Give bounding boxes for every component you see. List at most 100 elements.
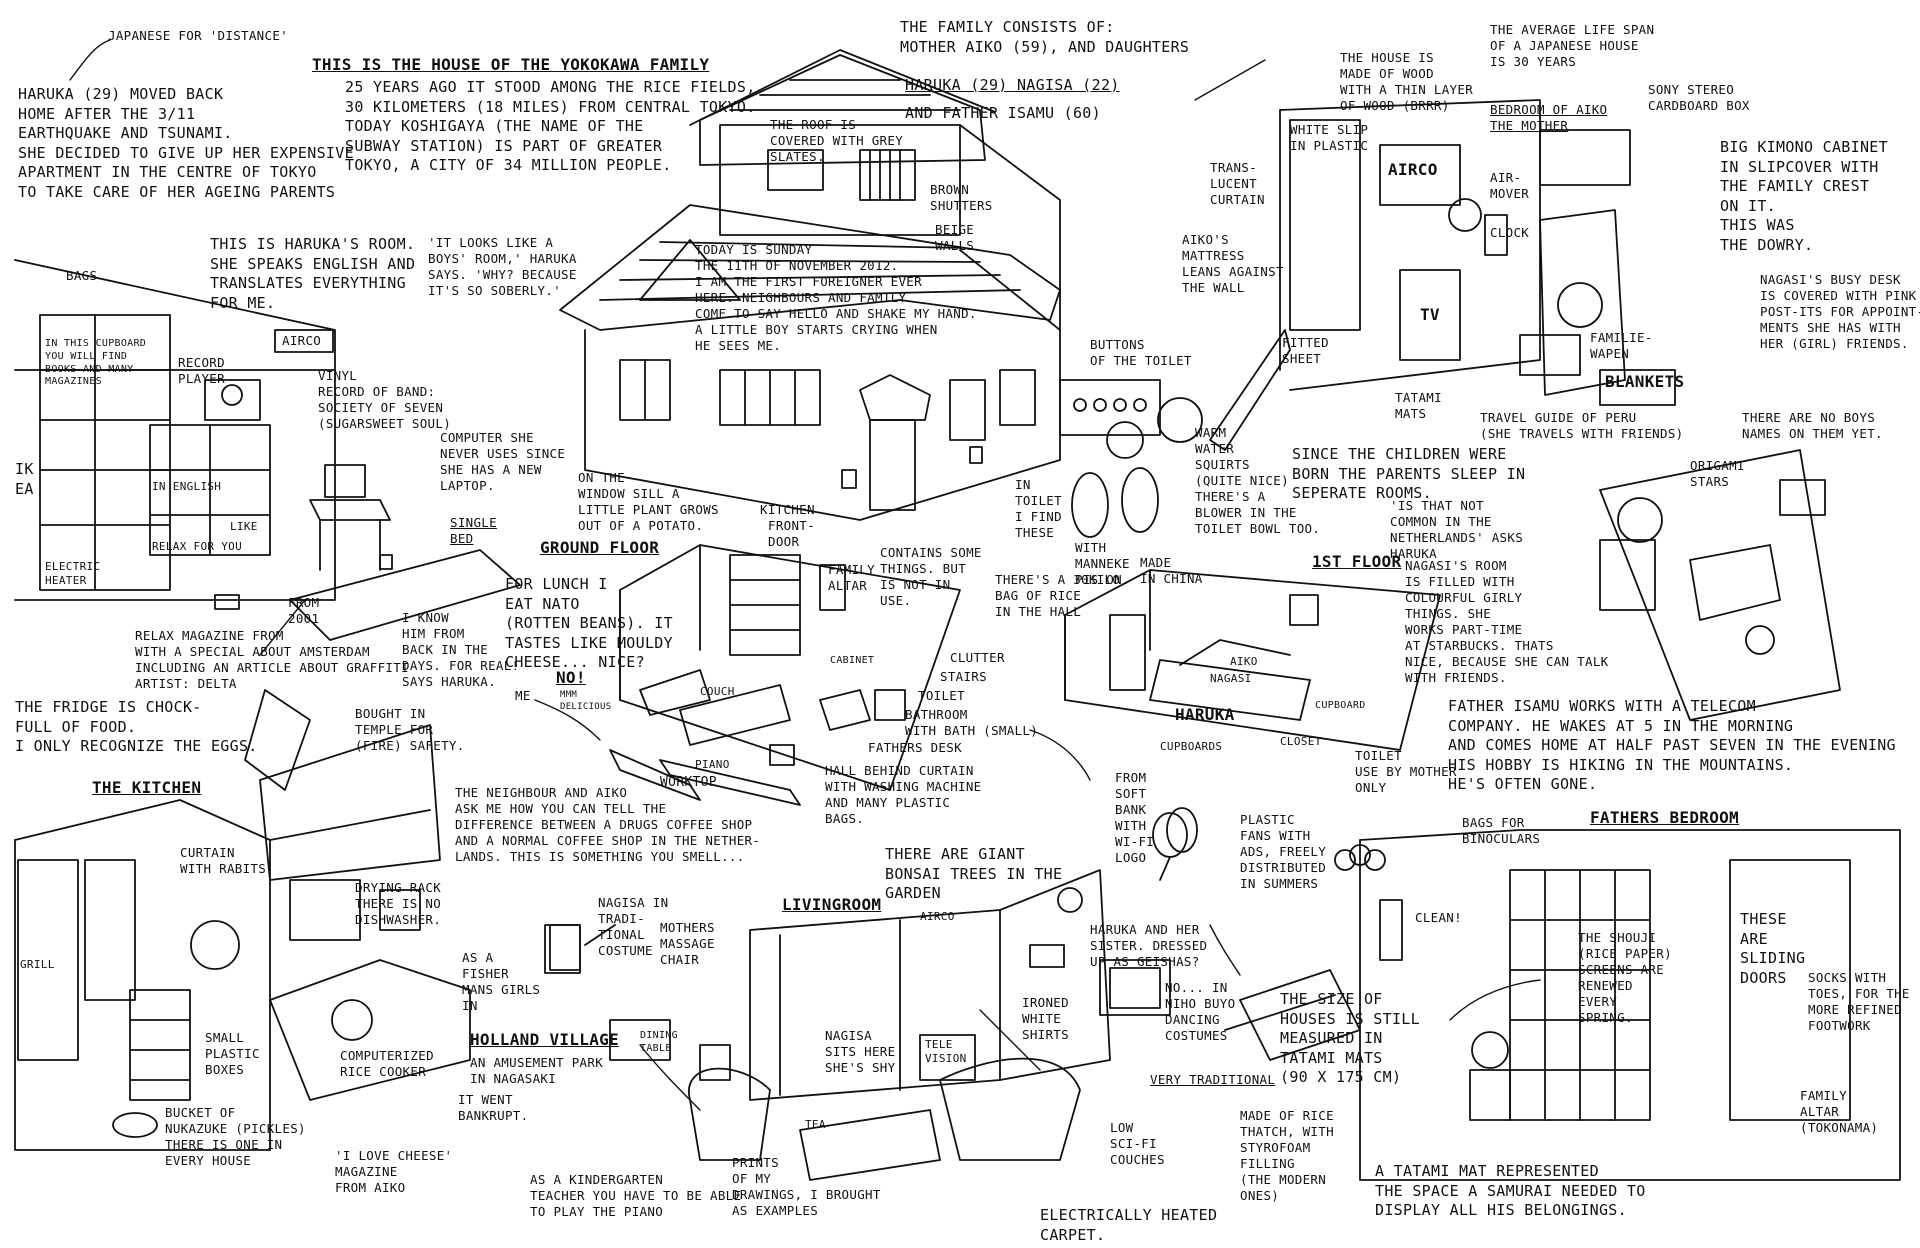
holland-village-note: Holland Village [470, 1030, 619, 1049]
clean-label: Clean! [1415, 910, 1462, 925]
haruka-floor-label: HARUKA [1175, 705, 1235, 724]
blankets-label: BLANKETS [1605, 372, 1685, 391]
curtain-rabits-note: Curtain with rabits [180, 845, 267, 876]
since-children-note: Since the children were born the parents… [1292, 445, 1526, 502]
wood-note: The house is made of wood with a thin la… [1340, 50, 1474, 113]
ground-floor-plan-drawing [609, 544, 961, 806]
electric-heater-label: ELECTRIC HEATER [45, 560, 101, 588]
rice-cooker-note: Computerized rice cooker [340, 1048, 434, 1079]
worktop-label: Worktop [660, 775, 717, 790]
haruka-intro-note: Haruka (29) moved back home after the 3/… [18, 85, 354, 201]
house-exterior-drawing [559, 49, 1061, 521]
aiko-bedroom-drawing [1209, 99, 1676, 451]
geishas-note: Haruka and her sister. Dressed up as Gei… [1090, 922, 1208, 969]
fisher-note: As a fisher mans girls in [462, 950, 541, 1013]
bedroom-aiko-heading: Bedroom of Aiko The mother [1490, 102, 1608, 133]
house-title: This is the house of the Yokokawa family [312, 55, 710, 74]
mmm-note: mmm delicious [560, 690, 612, 712]
sunday-note: Today is Sunday the 11th of November 201… [695, 242, 977, 353]
manneken-note: With Manneke Pis on. [1075, 540, 1130, 587]
house-description-note: 25 years ago it stood among the rice fie… [345, 78, 756, 174]
bought-temple-note: Bought in temple for (fire) safety. [355, 706, 465, 753]
ikea-note: IK EA [15, 460, 34, 498]
relax-magazine-note: Relax magazine from with a special about… [135, 628, 409, 691]
airco-living-label: Airco [920, 910, 955, 923]
piano-label: Piano [695, 758, 730, 771]
ground-floor-heading: Ground floor [540, 538, 660, 557]
from-2001-note: From 2001 [288, 595, 320, 626]
netherlands-note: 'Is that not common in the Netherlands' … [1390, 498, 1524, 561]
closet-label: Closet [1280, 735, 1322, 748]
no-boys-note: There are no boys names on them yet. [1742, 410, 1883, 441]
relax-text: RELAX FOR YOU [152, 540, 242, 553]
tatami-mat-drawing [1224, 969, 1361, 1061]
very-traditional-note: Very traditional [1150, 1072, 1276, 1087]
heated-carpet-note: Electrically heated carpet. [1040, 1206, 1218, 1244]
livingroom-drawing [549, 869, 1111, 1181]
know-him-note: I know him from back in the days. For re… [402, 610, 520, 689]
haruka-room-drawing [14, 259, 521, 641]
computer-note: Computer she never uses since she has a … [440, 430, 566, 493]
family-note-2: Haruka (29) Nagisa (22) [905, 76, 1120, 94]
toilet-mother-note: Toilet use by mother only [1355, 748, 1457, 795]
kindergarten-note: As a kindergarten teacher you have to be… [530, 1172, 742, 1219]
first-floor-heading: 1st floor [1312, 552, 1402, 571]
contains-note: Contains some things. But is not in use. [880, 545, 982, 608]
grill-label: Grill [20, 958, 55, 971]
translucent-curtain-note: Trans- lucent curtain [1210, 160, 1265, 207]
prints-note: Prints of my drawings, I brought as exam… [732, 1155, 881, 1218]
bathroom-note: Bathroom with bath (small) [905, 707, 1039, 738]
fathers-bedroom-heading: Fathers bedroom [1590, 808, 1739, 827]
fathers-bedroom-drawing [1334, 829, 1901, 1181]
size-houses-note: The size of houses is still measured in … [1280, 990, 1420, 1086]
ironed-shirts-note: Ironed white shirts [1022, 995, 1069, 1042]
nihon-buyo-note: No... in Niho Buyo dancing costumes [1165, 980, 1236, 1043]
shouji-note: The shouji (rice paper) screens are rene… [1578, 930, 1672, 1025]
clock-note: Clock [1490, 225, 1530, 240]
warm-water-note: Warm water squirts (quite nice) There's … [1195, 425, 1321, 536]
family-altar-2-note: Family altar (Tokonama) [1800, 1088, 1879, 1135]
family-note-3: and Father Isamu (60) [905, 104, 1101, 122]
drugs-coffee-note: The neighbour and Aiko ask me how you ca… [455, 785, 761, 864]
aiko-floor-label: Aiko [1230, 655, 1258, 668]
aiko-airco-label: AIRCO [1388, 160, 1438, 179]
soft-bank-note: From Soft Bank with Wi-Fi logo [1115, 770, 1155, 865]
cupboard-label: Cupboard [1315, 700, 1366, 711]
dining-table-label: Dining table [640, 1030, 678, 1054]
toilet-drawing [1059, 379, 1203, 538]
sliding-doors-note: These are sliding doors [1740, 910, 1806, 987]
nagasi-desk-note: Nagasi's busy desk is covered with pink … [1760, 272, 1920, 351]
in-toilet-note: In toilet I find these [1015, 477, 1062, 540]
nagisa-costume-note: Nagisa in tradi- tional costume [598, 895, 669, 958]
low-couches-note: Low sci-fi couches [1110, 1120, 1165, 1167]
stairs-note: Stairs [940, 669, 987, 684]
nagisa-sits-note: Nagisa sits here she's shy [825, 1028, 896, 1075]
no-exclamation: No! [556, 668, 586, 687]
roof-note: The roof is covered with grey slates. [770, 117, 904, 164]
travel-guide-note: Travel guide of Peru (she travels with f… [1480, 410, 1684, 441]
origami-note: Origami stars [1690, 458, 1745, 489]
single-bed-note: Single bed [450, 515, 497, 546]
walls-note: Beige walls [935, 222, 975, 253]
nagasi-desk-drawing [1599, 449, 1841, 721]
amusement-park-note: an amusement park in Nagasaki [470, 1055, 604, 1086]
livingroom-heading: Livingroom [782, 895, 882, 914]
kimono-cabinet-note: Big kimono cabinet in slipcover with the… [1720, 138, 1888, 254]
annotation-pointers [69, 39, 1541, 1111]
lunch-note: For lunch I eat Nato (rotten beans). It … [505, 575, 673, 671]
nukazuke-note: Bucket of Nukazuke (Pickles) There is on… [165, 1105, 306, 1168]
father-isamu-note: Father Isamu works with a telecom compan… [1448, 697, 1896, 793]
fathers-desk-note: Fathers desk [868, 740, 962, 755]
bags-note: Bags [66, 268, 98, 283]
toilet-buttons-note: Buttons of the toilet [1090, 337, 1192, 368]
i-love-cheese-note: 'I love cheese' magazine from Aiko [335, 1148, 453, 1195]
tatami-mats-note: Tatami mats [1395, 390, 1442, 421]
nagasi-room-note: Nagasi's room is filled with colourful g… [1405, 558, 1609, 685]
me-label: Me [515, 688, 531, 703]
familie-wapen-note: Familie- wapen [1590, 330, 1653, 361]
wifi-fan-drawing [1152, 812, 1188, 881]
vinyl-note: Vinyl record of band: Society of Seven (… [318, 368, 452, 431]
bankrupt-note: It went bankrupt. [458, 1092, 529, 1123]
fitted-sheet-note: Fitted sheet [1282, 335, 1329, 366]
